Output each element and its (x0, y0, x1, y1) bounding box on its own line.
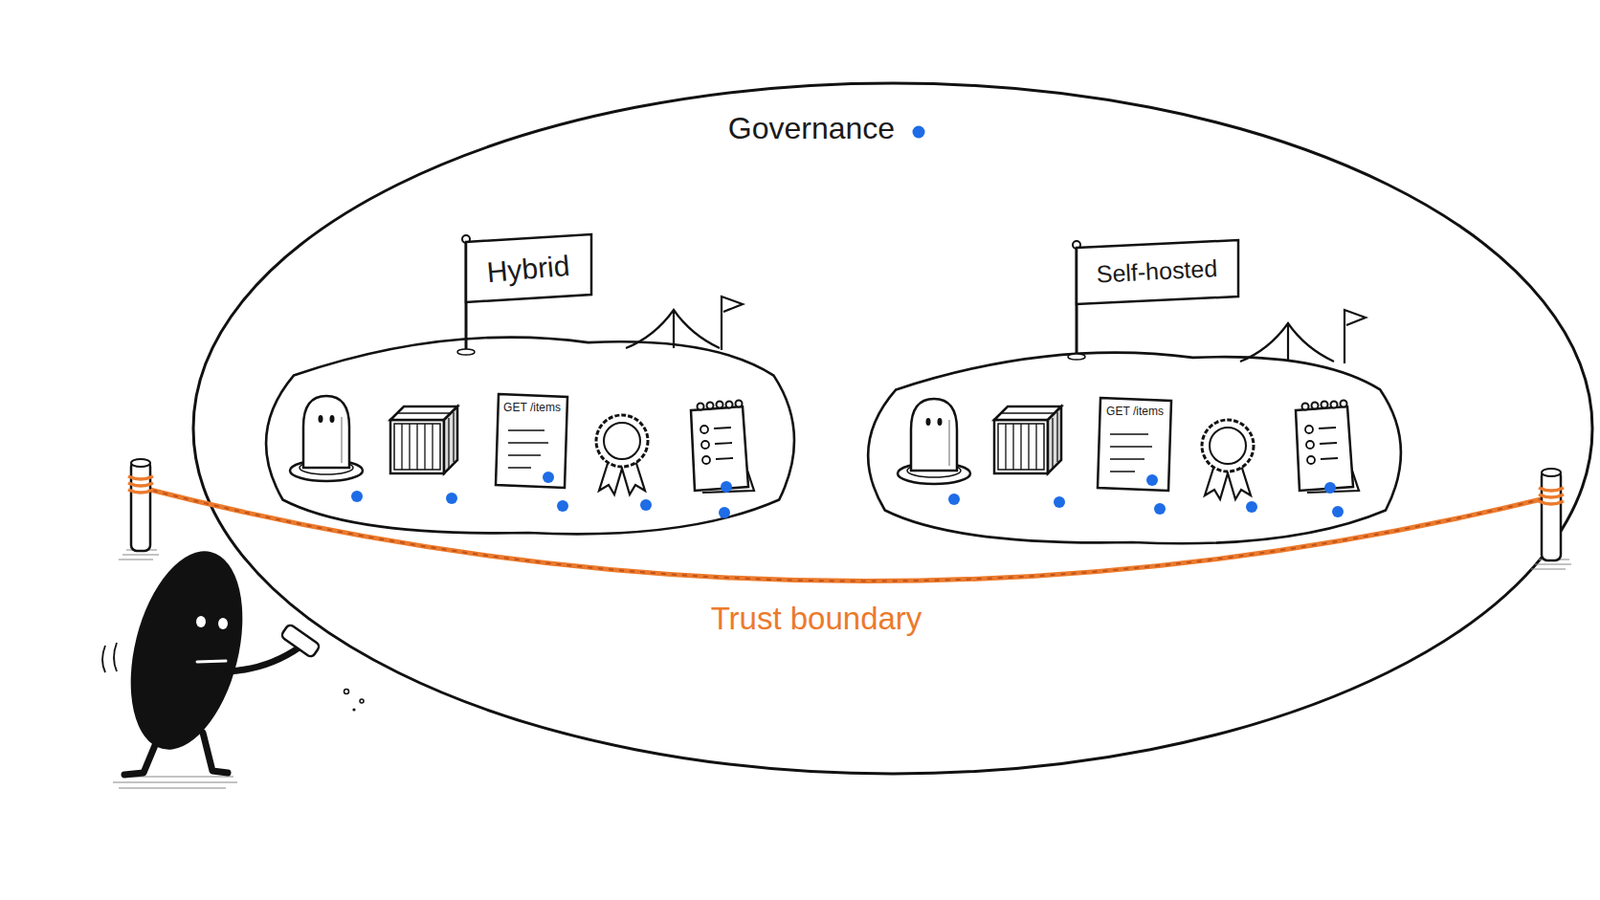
ghost-icon (289, 396, 363, 482)
status-dot (718, 507, 731, 519)
flag-banner (1076, 240, 1239, 305)
pennant-flag (721, 296, 743, 351)
status-dot (1154, 503, 1166, 515)
status-dot (556, 500, 569, 512)
flag-base (1067, 354, 1086, 360)
deployment-region: GET /itemsSelf-hosted (857, 352, 1408, 541)
status-dot (720, 481, 733, 493)
region-blob (266, 337, 795, 535)
notepad-icon (1295, 400, 1359, 494)
node-outline (191, 81, 1595, 777)
rosette-icon (1201, 420, 1254, 500)
status-dots (351, 126, 1344, 520)
region-blob (867, 353, 1401, 545)
status-dot (640, 499, 652, 512)
tent-sketch (1240, 323, 1334, 362)
status-dot (351, 490, 363, 503)
crate-icon (994, 406, 1062, 474)
endpoint-label: GET /items (503, 401, 561, 415)
document-lines (1110, 434, 1153, 472)
notepad-icon (690, 400, 755, 494)
status-dot (1332, 506, 1344, 518)
document-sheet (495, 394, 568, 489)
rope-post (1531, 468, 1572, 570)
document-lines (508, 430, 549, 468)
api-document: GET /items (494, 392, 570, 490)
rope-post (118, 459, 159, 560)
bean-character (102, 539, 364, 789)
boundary-rope (142, 488, 1550, 582)
region-title: Governance (728, 111, 895, 146)
endpoint-label: GET /items (1106, 405, 1164, 419)
status-dot (1245, 501, 1258, 513)
governance-ellipse: GET /itemsHybrid GET /itemsSelf-hosted Gov… (191, 81, 1595, 777)
document-sheet (1097, 398, 1172, 491)
flag-base (457, 349, 475, 356)
region-ellipse (193, 83, 1593, 775)
status-dot (912, 126, 926, 139)
tent-sketch (625, 310, 720, 349)
status-dot (948, 493, 960, 506)
rosette-icon (596, 415, 648, 495)
flag-banner (466, 234, 592, 303)
status-dot (445, 492, 458, 505)
rope-twist (142, 488, 1550, 582)
deployment-region: GET /itemsHybrid (255, 336, 801, 532)
pennant-flag (1344, 310, 1366, 364)
status-dot (542, 471, 555, 484)
api-document: GET /items (1096, 396, 1174, 493)
boundary-label: Trust boundary (711, 601, 923, 637)
status-dot (1324, 482, 1336, 494)
ghost-icon (897, 399, 971, 485)
crate-icon (390, 406, 458, 474)
status-dot (1146, 474, 1158, 487)
status-dot (1053, 496, 1066, 509)
